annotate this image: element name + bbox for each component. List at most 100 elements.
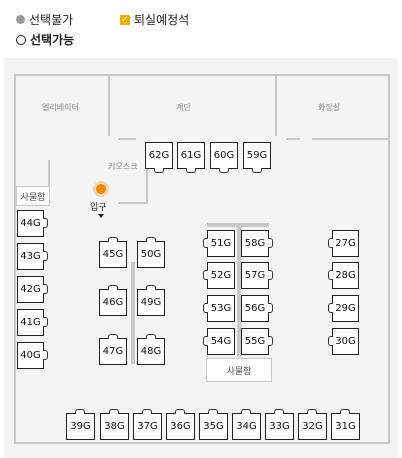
chair-icon — [328, 303, 333, 313]
seat[interactable]: 44G — [17, 210, 48, 237]
seat[interactable]: 40G — [17, 342, 48, 369]
seat[interactable]: 32G — [298, 409, 327, 440]
seat[interactable]: 52G — [203, 262, 235, 289]
seat[interactable]: 27G — [328, 230, 359, 257]
seat-label: 62G — [148, 150, 170, 161]
chair-icon — [328, 336, 333, 346]
chair-icon — [109, 409, 119, 414]
chair-icon — [203, 336, 208, 346]
seat[interactable]: 48G — [137, 334, 165, 365]
seat[interactable]: 54G — [203, 328, 235, 355]
chair-icon — [108, 285, 118, 290]
chair-icon — [108, 334, 118, 339]
chair-icon — [146, 237, 156, 242]
chair-icon — [268, 270, 273, 280]
wall — [14, 442, 390, 444]
seat[interactable]: 28G — [328, 262, 359, 289]
seat-label: 48G — [140, 346, 162, 357]
seat-label: 61G — [180, 150, 202, 161]
seat[interactable]: 50G — [137, 237, 165, 268]
seat-label: 29G — [335, 303, 356, 314]
seat-label: 31G — [335, 421, 356, 432]
chair-icon — [186, 168, 196, 173]
seat[interactable]: 49G — [137, 285, 165, 316]
chair-icon — [340, 409, 350, 414]
seat-label: 37G — [137, 421, 158, 432]
legend-available: 선택가능 — [16, 31, 74, 48]
legend-checkout: ✓ 퇴실예정석 — [120, 11, 189, 28]
seat-label: 55G — [244, 336, 266, 347]
room-stairs: 계단 — [176, 103, 191, 112]
seat-label: 46G — [102, 297, 124, 308]
seat[interactable]: 58G — [241, 230, 273, 257]
chair-icon — [241, 409, 251, 414]
seat-label: 58G — [244, 238, 266, 249]
seat[interactable]: 62G — [145, 142, 173, 173]
chair-icon — [252, 168, 262, 173]
seat-label: 47G — [102, 346, 124, 357]
seat[interactable]: 36G — [166, 409, 195, 440]
locker-left-label: 사물함 — [20, 192, 46, 203]
chair-icon — [307, 409, 317, 414]
seat[interactable]: 55G — [241, 328, 273, 355]
seat[interactable]: 42G — [17, 276, 48, 303]
seat-label: 43G — [20, 251, 41, 262]
chair-icon — [219, 168, 229, 173]
seat-label: 44G — [20, 218, 41, 229]
seat[interactable]: 56G — [241, 295, 273, 322]
legend-unavailable-label: 선택불가 — [29, 13, 74, 27]
chair-icon — [328, 238, 333, 248]
seat-label: 38G — [104, 421, 125, 432]
seat[interactable]: 51G — [203, 230, 235, 257]
chair-icon — [146, 285, 156, 290]
locker-center: 사물함 — [206, 358, 272, 382]
entrance-marker-icon — [96, 184, 106, 194]
seat[interactable]: 33G — [265, 409, 294, 440]
seat[interactable]: 45G — [99, 237, 127, 268]
chair-icon — [146, 334, 156, 339]
seat-label: 57G — [244, 270, 266, 281]
seat-label: 33G — [269, 421, 290, 432]
wall — [118, 202, 148, 204]
seat[interactable]: 34G — [232, 409, 261, 440]
seat[interactable]: 38G — [100, 409, 129, 440]
locker-center-label: 사물함 — [226, 366, 252, 377]
seat-label: 35G — [203, 421, 224, 432]
chair-icon — [203, 238, 208, 248]
seat[interactable]: 47G — [99, 334, 127, 365]
seat-label: 32G — [302, 421, 323, 432]
seat-label: 53G — [210, 303, 232, 314]
chair-icon — [43, 317, 48, 327]
seat[interactable]: 29G — [328, 295, 359, 322]
seat-label: 52G — [210, 270, 232, 281]
divider — [237, 227, 241, 357]
seat-label: 45G — [102, 249, 124, 260]
seat[interactable]: 35G — [199, 409, 228, 440]
seat[interactable]: 39G — [66, 409, 95, 440]
seat-label: 30G — [335, 336, 356, 347]
seat[interactable]: 37G — [133, 409, 162, 440]
seat[interactable]: 46G — [99, 285, 127, 316]
seat[interactable]: 31G — [331, 409, 360, 440]
chair-icon — [328, 270, 333, 280]
wall — [286, 138, 300, 140]
wall — [146, 160, 148, 204]
seat-label: 34G — [236, 421, 257, 432]
chair-icon — [43, 251, 48, 261]
seat[interactable]: 57G — [241, 262, 273, 289]
seat[interactable]: 30G — [328, 328, 359, 355]
seat-label: 59G — [246, 150, 268, 161]
seat[interactable]: 53G — [203, 295, 235, 322]
seat[interactable]: 59G — [243, 142, 271, 173]
seat[interactable]: 43G — [17, 243, 48, 270]
seat[interactable]: 60G — [210, 142, 238, 173]
wall — [14, 74, 390, 76]
wall — [275, 74, 277, 136]
chair-icon — [274, 409, 284, 414]
seat[interactable]: 41G — [17, 309, 48, 336]
seat[interactable]: 61G — [177, 142, 205, 173]
chair-icon — [175, 409, 185, 414]
checkbox-icon: ✓ — [120, 14, 130, 25]
chair-icon — [268, 336, 273, 346]
seat-label: 36G — [170, 421, 191, 432]
